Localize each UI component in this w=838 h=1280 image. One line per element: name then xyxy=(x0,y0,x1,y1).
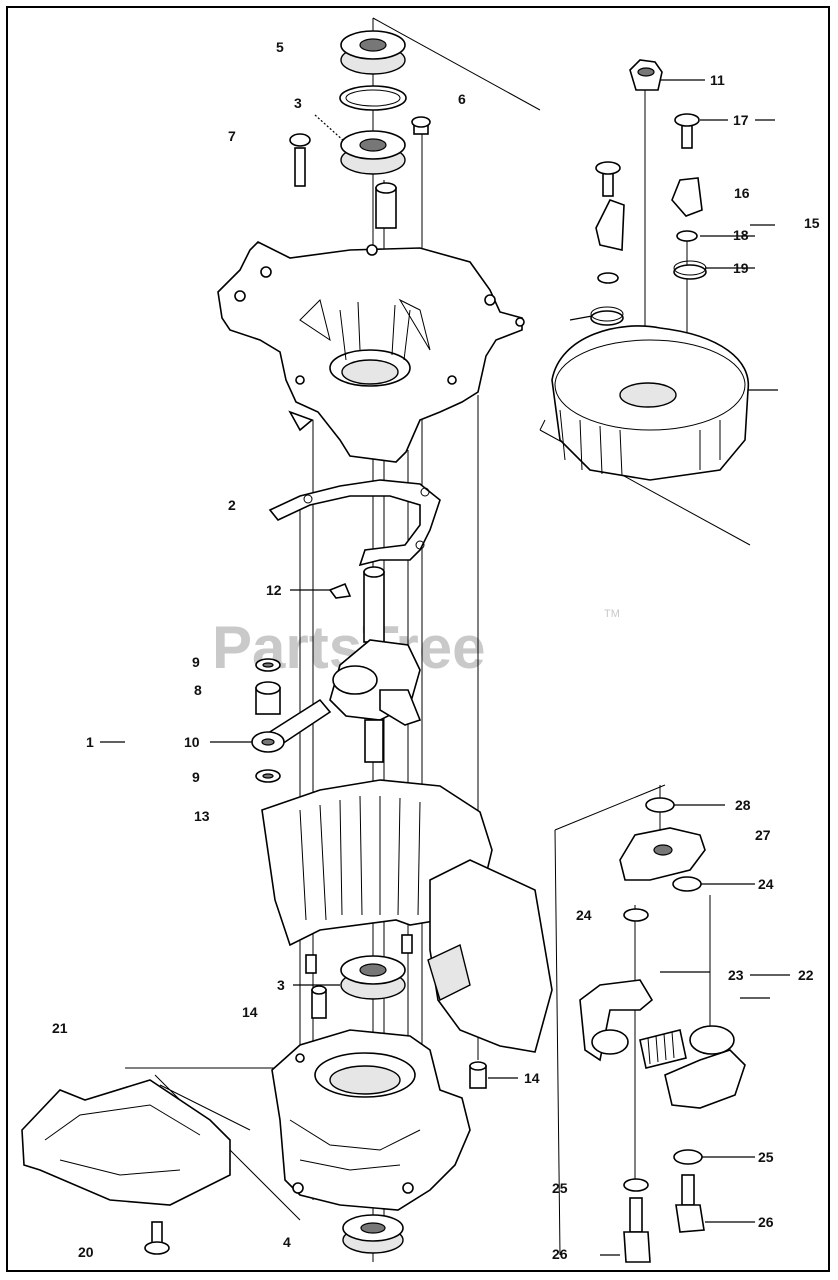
seal-small xyxy=(375,182,397,229)
callout-21: 21 xyxy=(52,1020,68,1036)
dowel-pins xyxy=(305,934,487,1089)
crankshaft xyxy=(263,566,422,763)
screw-bottom xyxy=(144,1221,170,1255)
callout-25-right: 25 xyxy=(758,1149,774,1165)
callout-3-lower: 3 xyxy=(277,977,285,993)
leader-lines xyxy=(100,79,790,1256)
callout-27: 27 xyxy=(755,827,771,843)
crankcase-lower xyxy=(271,1029,471,1211)
callout-7: 7 xyxy=(228,128,236,144)
callout-9-lower: 9 xyxy=(192,769,200,785)
callout-5: 5 xyxy=(276,39,284,55)
callout-25-left: 25 xyxy=(552,1180,568,1196)
circlip xyxy=(339,85,407,111)
callout-14-left: 14 xyxy=(242,1004,258,1020)
callout-26-left: 26 xyxy=(552,1246,568,1262)
callout-18: 18 xyxy=(733,227,749,243)
gasket xyxy=(268,479,441,567)
callout-24-right: 24 xyxy=(758,876,774,892)
callout-15: 15 xyxy=(804,215,820,231)
needle-bearing-stack xyxy=(251,658,285,783)
callout-10: 10 xyxy=(184,734,200,750)
pawl-springs xyxy=(569,260,707,326)
callout-8: 8 xyxy=(194,682,202,698)
callout-26-right: 26 xyxy=(758,1214,774,1230)
clutch-plate xyxy=(619,827,706,881)
crankcase-upper xyxy=(217,241,525,463)
callout-17: 17 xyxy=(733,112,749,128)
callout-6: 6 xyxy=(458,91,466,107)
callout-23: 23 xyxy=(728,967,744,983)
callout-19: 19 xyxy=(733,260,749,276)
bearing-upper xyxy=(340,130,406,175)
callout-4: 4 xyxy=(283,1234,291,1250)
clutch-shoes xyxy=(579,979,746,1109)
flywheel xyxy=(551,325,750,481)
pawl-assembly xyxy=(595,113,703,284)
tray-cover xyxy=(21,1079,231,1206)
callout-20: 20 xyxy=(78,1244,94,1260)
bearing-lower xyxy=(340,955,406,1000)
callout-3-upper: 3 xyxy=(294,95,302,111)
bearing-top xyxy=(340,30,406,75)
callout-24-left: 24 xyxy=(576,907,592,923)
bearing-bottom xyxy=(342,1214,404,1254)
watermark-tm: TM xyxy=(604,608,620,620)
callout-1: 1 xyxy=(86,734,94,750)
flywheel-nut xyxy=(629,59,663,91)
callout-13: 13 xyxy=(194,808,210,824)
callout-12: 12 xyxy=(266,582,282,598)
callout-14-right: 14 xyxy=(524,1070,540,1086)
callout-28: 28 xyxy=(735,797,751,813)
clutch-bolts xyxy=(623,1174,705,1263)
callout-16: 16 xyxy=(734,185,750,201)
screw-left xyxy=(289,133,311,187)
callout-labels: 5 3 6 7 11 17 16 15 18 19 2 12 9 8 1 10 … xyxy=(52,39,820,1262)
dowel-right xyxy=(411,116,431,135)
clutch-washers xyxy=(623,797,703,1192)
callout-2: 2 xyxy=(228,497,236,513)
callout-9-upper: 9 xyxy=(192,654,200,670)
callout-11: 11 xyxy=(710,72,725,88)
callout-22: 22 xyxy=(798,967,814,983)
cylinder-shroud xyxy=(261,779,553,1053)
